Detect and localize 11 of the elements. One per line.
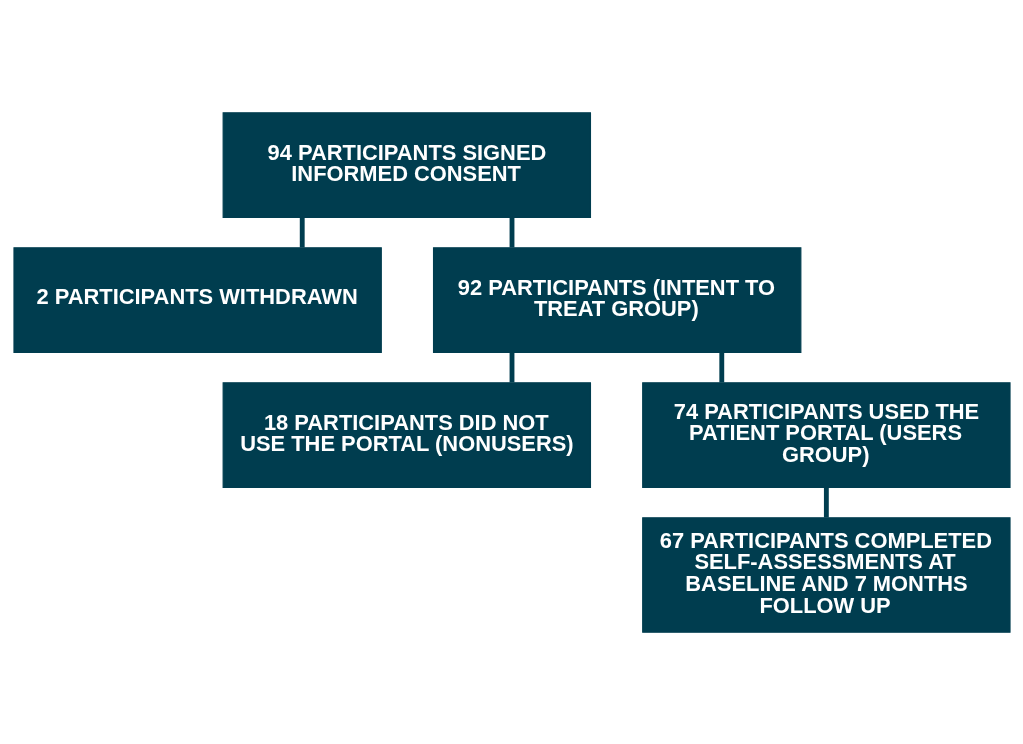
node-box: 18 PARTICIPANTS DID NOT USE THE PORTAL (NONUSERS) xyxy=(222,381,591,488)
connector xyxy=(823,487,829,517)
connector xyxy=(718,352,724,382)
node-box: 74 PARTICIPANTS USED THE PATIENT PORTAL (USERS GROUP) xyxy=(641,381,1011,488)
connector xyxy=(299,217,305,247)
node-box: 92 PARTICIPANTS (INTENT TO TREAT GROUP) xyxy=(432,246,801,353)
node-box: 67 PARTICIPANTS COMPLETED SELF-ASSESSMENTS AT BASELINE AND 7 MONTHS FOLLOW UP xyxy=(641,516,1011,633)
connector xyxy=(509,217,514,247)
node-box: 2 PARTICIPANTS WITHDRAWN xyxy=(12,246,382,353)
node-box: 94 PARTICIPANTS SIGNED INFORMED CONSENT xyxy=(222,111,591,218)
connector xyxy=(509,352,514,382)
